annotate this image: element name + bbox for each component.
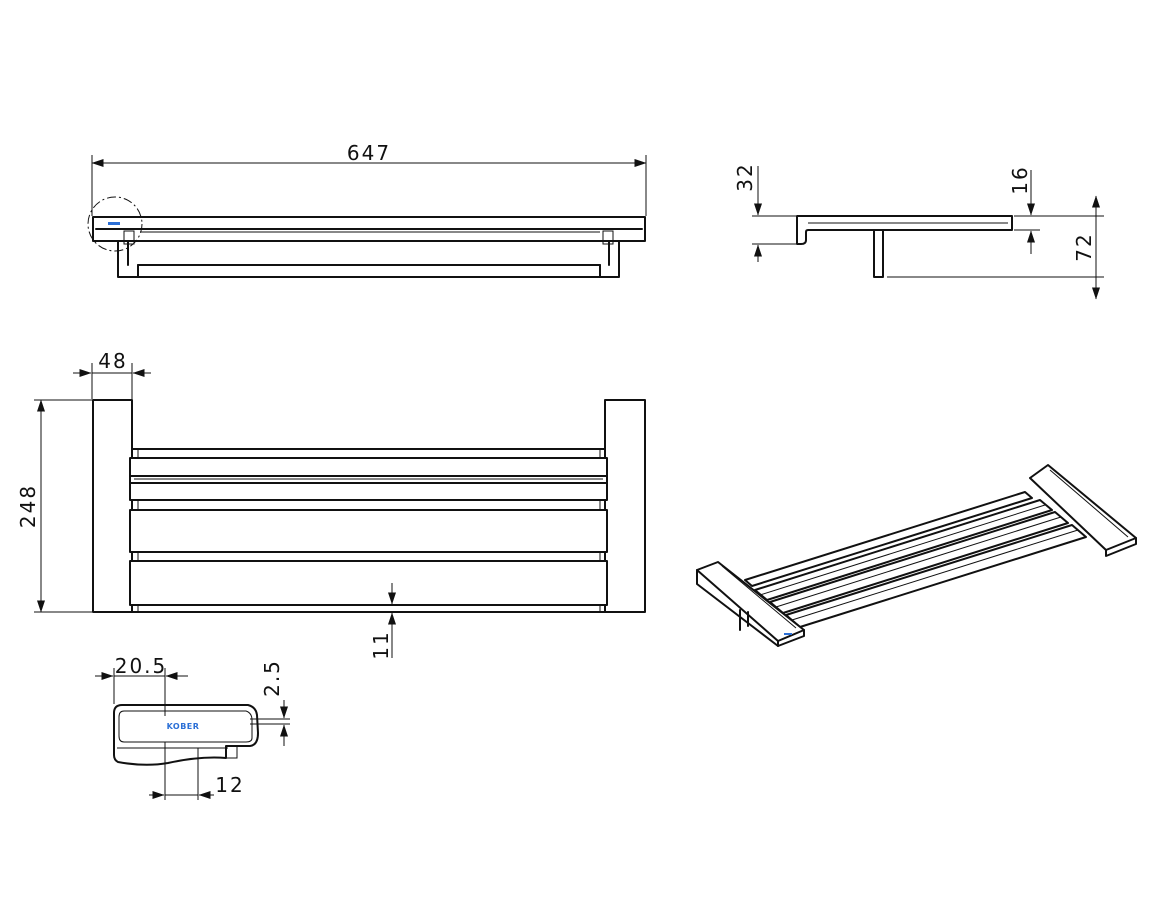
dim-detail-base: 12: [215, 773, 244, 797]
dim-side-top-offset: 32: [733, 162, 757, 191]
dimension-top: 48 248 11: [16, 349, 396, 660]
dim-rail-gap: 11: [369, 630, 393, 659]
dim-detail-width: 20.5: [115, 654, 168, 678]
dim-overall-depth: 248: [16, 484, 40, 528]
logo-detail: KOBER: [167, 722, 200, 731]
side-view: [796, 215, 1013, 278]
dim-overall-length: 647: [347, 141, 391, 165]
detail-callout-circle: [87, 196, 143, 252]
dim-front-thickness: 16: [1008, 165, 1032, 194]
dimension-detail: 20.5 2.5 12: [95, 654, 290, 800]
dim-bracket-width: 48: [98, 349, 127, 373]
dimension-overall-length: 647: [91, 141, 647, 216]
front-view: [87, 196, 646, 278]
dim-side-height: 72: [1072, 232, 1096, 261]
isometric-view: [696, 464, 1137, 647]
top-view: [92, 399, 646, 613]
detail-view: KOBER: [113, 704, 259, 766]
logo-mark-iso: [784, 633, 792, 635]
dimension-side: 32 16 72: [733, 162, 1104, 300]
logo-mark-front: [108, 222, 120, 225]
dim-detail-step: 2.5: [260, 659, 284, 697]
